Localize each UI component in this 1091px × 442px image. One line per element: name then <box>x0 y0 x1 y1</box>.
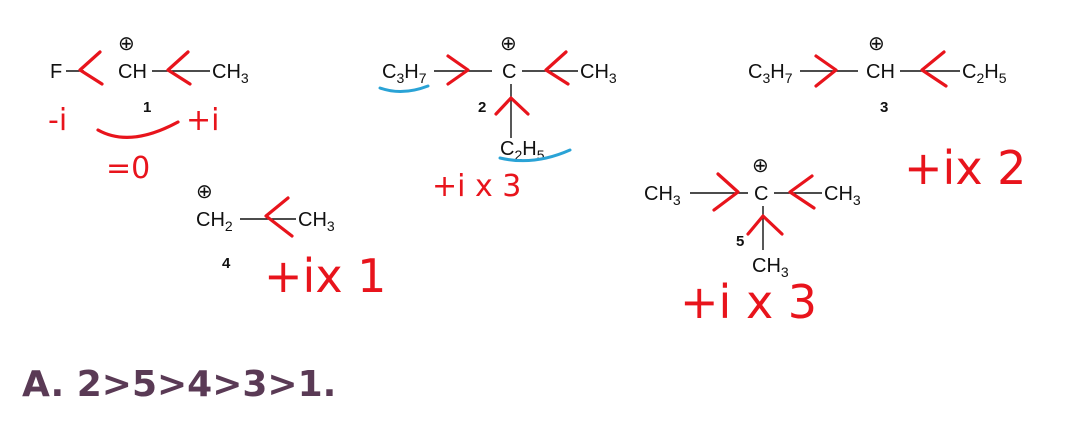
red-arrow <box>788 174 816 210</box>
red-arrow <box>446 54 470 86</box>
annotation-plus-i-x3: +i x 3 <box>680 275 817 329</box>
molecule-1: F ⊕ CH CH3 1 -i +i =0 <box>48 33 249 186</box>
annotation-minus-i: -i <box>48 103 67 138</box>
red-arrow <box>78 50 104 86</box>
red-arrow <box>544 50 570 86</box>
group-c3h7: C3H7 <box>748 61 793 86</box>
molecule-5: CH3 ⊕ C CH3 5 CH3 +i x 3 <box>644 155 861 329</box>
molecule-number: 1 <box>143 99 151 116</box>
ch3-text: CH <box>212 61 241 83</box>
group-ch3-right: CH3 <box>824 183 861 208</box>
red-arrow <box>746 214 784 236</box>
molecule-number: 3 <box>880 99 888 116</box>
red-arrow <box>494 96 530 116</box>
group-ch3: CH3 <box>298 209 335 234</box>
molecule-2: C3H7 ⊕ C CH3 2 C2H5 +i x 3 <box>378 33 617 204</box>
cation-charge: ⊕ <box>868 33 885 55</box>
subscript: 3 <box>241 70 249 86</box>
red-arrow <box>166 50 192 86</box>
atom-c: C <box>754 183 768 205</box>
group-c2h5: C2H5 <box>500 138 545 163</box>
atom-ch: CH <box>866 61 895 83</box>
cation-charge: ⊕ <box>500 33 517 55</box>
group-ch3: CH3 <box>212 61 249 86</box>
atom-f: F <box>50 61 62 83</box>
group-c3h7: C3H7 <box>382 61 427 86</box>
group-ch3: CH3 <box>580 61 617 86</box>
red-brace <box>96 120 180 139</box>
molecule-number: 4 <box>222 255 231 272</box>
group-ch2: CH2 <box>196 209 233 234</box>
annotation-plus-i: +i <box>186 103 219 138</box>
atom-ch: CH <box>118 61 147 83</box>
cation-charge: ⊕ <box>118 33 135 55</box>
blue-underline <box>378 84 430 93</box>
molecule-3: C3H7 ⊕ CH C2H5 3 +ix 2 <box>748 33 1026 195</box>
annotation-plus-i-x2: +ix 2 <box>904 141 1026 195</box>
group-c2h5: C2H5 <box>962 61 1007 86</box>
cation-charge: ⊕ <box>196 181 213 203</box>
group-ch3-bottom: CH3 <box>752 255 789 280</box>
molecule-4: ⊕ CH2 CH3 4 +ix 1 <box>196 181 386 303</box>
answer-text: A. 2>5>4>3>1. <box>22 364 336 405</box>
molecule-number: 2 <box>478 99 486 116</box>
cation-charge: ⊕ <box>752 155 769 177</box>
annotation-equals-zero: =0 <box>106 151 150 186</box>
annotation-plus-i-x3: +i x 3 <box>432 169 521 204</box>
red-arrow <box>712 172 740 212</box>
annotation-plus-i-x1: +ix 1 <box>264 249 386 303</box>
red-arrow <box>814 54 838 88</box>
red-arrow <box>920 50 948 88</box>
blue-underline <box>498 148 572 163</box>
red-arrow <box>264 196 294 238</box>
atom-c: C <box>502 61 516 83</box>
molecule-number: 5 <box>736 233 744 250</box>
group-ch3-left: CH3 <box>644 183 681 208</box>
